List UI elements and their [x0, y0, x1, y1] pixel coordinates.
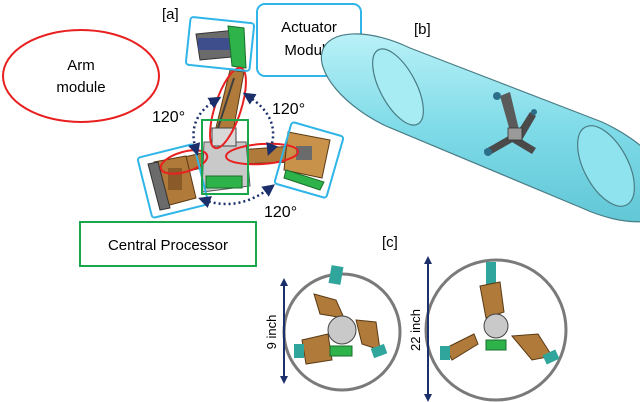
panel-b-label: [b]	[414, 21, 431, 38]
config-9-inch	[282, 265, 402, 392]
dim-label-9-inch: 9 inch	[264, 315, 279, 350]
actuator-top	[195, 25, 247, 69]
angle-arcs	[188, 92, 279, 208]
actuator-right	[283, 131, 331, 191]
robot-in-pipe	[484, 92, 537, 156]
arm-module-label-line1: Arm	[67, 57, 95, 74]
arm-module-callout: Arm module	[2, 29, 160, 123]
config-22-inch	[424, 258, 568, 402]
arm-module-label-line2: module	[56, 79, 105, 96]
angle-label-left: 120°	[152, 109, 185, 126]
actuator-label-line1: Actuator	[281, 19, 337, 36]
central-processor-callout: Central Processor	[79, 221, 257, 267]
angle-label-bottom: 120°	[264, 204, 297, 221]
dim-label-22-inch: 22 inch	[408, 309, 423, 351]
panel-c-label: [c]	[382, 234, 398, 251]
pipe-cylinder	[320, 33, 640, 223]
angle-label-right: 120°	[272, 101, 305, 118]
central-processor-label: Central Processor	[108, 237, 228, 254]
panel-a-label: [a]	[162, 6, 179, 23]
